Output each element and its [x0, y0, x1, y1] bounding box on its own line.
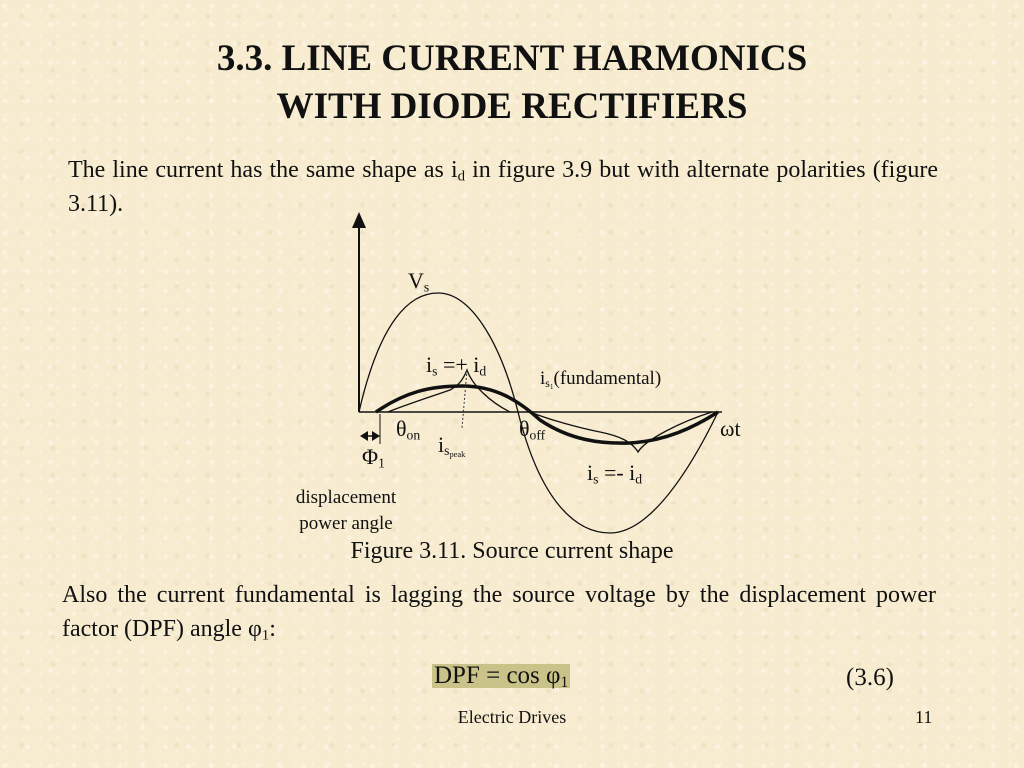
dpf-text-1: Also the current fundamental is lagging …: [62, 582, 936, 642]
slide-title: 3.3. LINE CURRENT HARMONICS WITH DIODE R…: [0, 35, 1024, 131]
vs-label: Vs: [408, 268, 430, 295]
theta-on-label: θon: [396, 416, 421, 443]
is-plus-label: is =+ id: [426, 352, 487, 379]
peak-marker-line: [461, 369, 468, 429]
fundamental-label: is1(fundamental): [540, 368, 662, 391]
intro-paragraph: The line current has the same shape as i…: [68, 153, 938, 221]
y-axis-arrow: [352, 212, 366, 228]
phi-label: Φ1: [362, 444, 385, 471]
omega-t-label: ωt: [720, 416, 741, 441]
phi-arrow-right: [372, 431, 380, 441]
intro-text-1: The line current has the same shape as i: [68, 157, 458, 183]
intro-subscript: d: [457, 168, 466, 185]
is-minus-label: is =- id: [587, 460, 643, 487]
equation-number: (3.6): [846, 664, 894, 691]
source-voltage-curve: [358, 292, 719, 534]
dpf-paragraph: Also the current fundamental is lagging …: [62, 578, 936, 646]
title-line-2: WITH DIODE RECTIFIERS: [276, 86, 748, 127]
fundamental-current-curve: [375, 384, 719, 445]
footer-text: Electric Drives: [457, 707, 567, 727]
dpf-equation: DPF = cos φ1: [432, 662, 571, 691]
dpf-subscript: 1: [261, 627, 270, 644]
dpf-text-2: :: [269, 616, 276, 642]
page-number: 11: [915, 707, 933, 727]
phi-arrow-left: [360, 431, 368, 441]
theta-off-label: θoff: [519, 416, 546, 443]
current-pulse-positive: [387, 368, 511, 413]
current-pulse-negative: [529, 411, 713, 454]
title-line-1: 3.3. LINE CURRENT HARMONICS: [216, 38, 808, 79]
figure-caption: Figure 3.11. Source current shape: [350, 538, 674, 564]
intro-text-2: in figure 3.9 but with alternate polarit…: [68, 157, 938, 217]
displacement-angle-label: displacement power angle: [295, 487, 397, 534]
is-peak-label: ispeak: [438, 432, 466, 460]
